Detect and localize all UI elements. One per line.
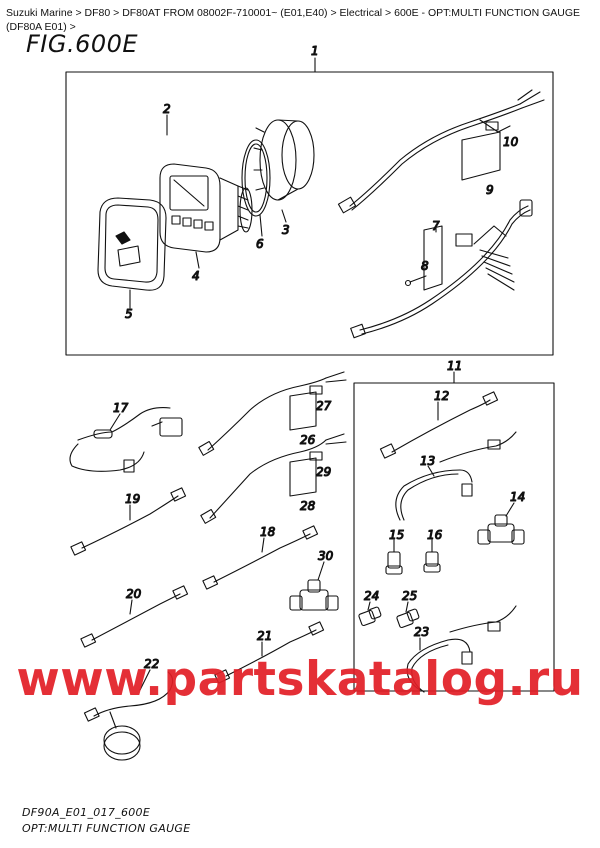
callout-10[interactable]: 10	[502, 134, 519, 149]
callout-12[interactable]: 12	[433, 388, 449, 403]
callout-4[interactable]: 4	[191, 268, 200, 283]
callout-17[interactable]: 17	[112, 400, 129, 415]
callout-28[interactable]: 28	[299, 498, 316, 513]
leader-box-26-27	[289, 391, 317, 431]
leader-box-28-29	[289, 457, 317, 497]
callout-26[interactable]: 26	[299, 432, 316, 447]
breadcrumb-item-df80[interactable]: DF80	[84, 7, 111, 19]
callout-8[interactable]: 8	[420, 258, 429, 273]
breadcrumb-separator: >	[113, 7, 120, 19]
leader-3	[281, 209, 287, 223]
drawing-code: DF90A_E01_017_600E	[22, 806, 151, 819]
leader-14	[505, 502, 515, 517]
gauge-cover-part[interactable]	[97, 197, 167, 291]
tee-connector-30-part[interactable]	[289, 579, 339, 611]
callout-2[interactable]: 2	[162, 101, 171, 116]
callout-25[interactable]: 25	[401, 588, 417, 603]
harness-9-part[interactable]	[337, 89, 545, 214]
leader-13	[427, 465, 435, 477]
cable-12-part[interactable]	[379, 391, 499, 459]
breadcrumb-item-current: 600E - OPT:MULTI FUNCTION GAUGE (DF80A E…	[6, 7, 581, 33]
cable-18-part[interactable]	[202, 525, 319, 590]
terminator-15-part[interactable]	[385, 551, 403, 575]
figure-caption: OPT:MULTI FUNCTION GAUGE	[22, 822, 191, 835]
cable-17-part[interactable]	[69, 407, 183, 473]
cable-19-part[interactable]	[70, 487, 187, 556]
breadcrumb-separator: >	[75, 7, 82, 19]
callout-11[interactable]: 11	[446, 358, 462, 373]
callout-19[interactable]: 19	[124, 491, 140, 506]
leader-22	[139, 669, 151, 691]
callout-5[interactable]: 5	[124, 306, 133, 321]
leader-box-9-10	[461, 131, 501, 181]
breadcrumb: Suzuki Marine > DF80 > DF80AT FROM 08002…	[6, 6, 596, 34]
harness-26-part[interactable]	[198, 371, 347, 456]
o-ring-part[interactable]	[241, 139, 271, 217]
harness-7-part[interactable]	[350, 199, 533, 339]
callout-22[interactable]: 22	[143, 656, 159, 671]
callout-23[interactable]: 23	[413, 624, 429, 639]
cable-23-part[interactable]	[406, 605, 517, 693]
breadcrumb-separator: >	[330, 7, 337, 19]
breadcrumb-separator: >	[385, 7, 392, 19]
plug-25-part[interactable]	[396, 608, 420, 629]
breadcrumb-item-model[interactable]: DF80AT FROM 08002F-710001~ (E01,E40)	[122, 7, 328, 19]
callout-13[interactable]: 13	[419, 453, 435, 468]
callout-29[interactable]: 29	[315, 464, 331, 479]
callout-27[interactable]: 27	[315, 398, 332, 413]
gauge-unit-part[interactable]	[159, 163, 253, 253]
leader-30	[317, 561, 325, 581]
sensor-22-part[interactable]	[83, 671, 174, 761]
leader-20	[129, 599, 133, 615]
bolt-part-8[interactable]	[404, 275, 427, 287]
callout-21[interactable]: 21	[256, 628, 272, 643]
callout-14[interactable]: 14	[509, 489, 525, 504]
upper-frame	[65, 71, 554, 356]
harness-28-part[interactable]	[200, 433, 347, 524]
callout-18[interactable]: 18	[259, 524, 276, 539]
leader-4	[195, 251, 200, 269]
leader-18	[261, 537, 265, 553]
leader-6	[259, 214, 263, 237]
leader-17	[109, 413, 121, 431]
lock-nut-part[interactable]	[253, 119, 315, 201]
tee-connector-14-part[interactable]	[477, 514, 525, 545]
callout-16[interactable]: 16	[426, 527, 443, 542]
leader-25	[405, 601, 409, 613]
breadcrumb-item-electrical[interactable]: Electrical	[339, 7, 383, 19]
watermark: www.partskatalog.ru	[16, 652, 584, 707]
plug-24-part[interactable]	[358, 606, 382, 627]
callout-7[interactable]: 7	[431, 218, 440, 233]
callout-9[interactable]: 9	[485, 182, 494, 197]
callout-15[interactable]: 15	[388, 527, 404, 542]
o-ring-inner	[244, 143, 268, 213]
breadcrumb-item-suzuki-marine[interactable]: Suzuki Marine	[6, 7, 73, 19]
cable-20-part[interactable]	[80, 585, 189, 648]
leader-24	[367, 601, 371, 611]
cable-13-part[interactable]	[395, 431, 517, 521]
figure-title: FIG.600E	[26, 30, 139, 58]
callout-20[interactable]: 20	[125, 586, 142, 601]
callout-6[interactable]: 6	[255, 236, 264, 251]
cable-21-part[interactable]	[214, 621, 325, 684]
leader-box-7-8	[423, 225, 443, 291]
breadcrumb-separator: >	[69, 21, 76, 33]
terminator-16-part[interactable]	[423, 551, 441, 573]
callout-24[interactable]: 24	[363, 588, 379, 603]
callout-3[interactable]: 3	[281, 222, 290, 237]
callout-1[interactable]: 1	[310, 43, 319, 58]
callout-30[interactable]: 30	[317, 548, 334, 563]
